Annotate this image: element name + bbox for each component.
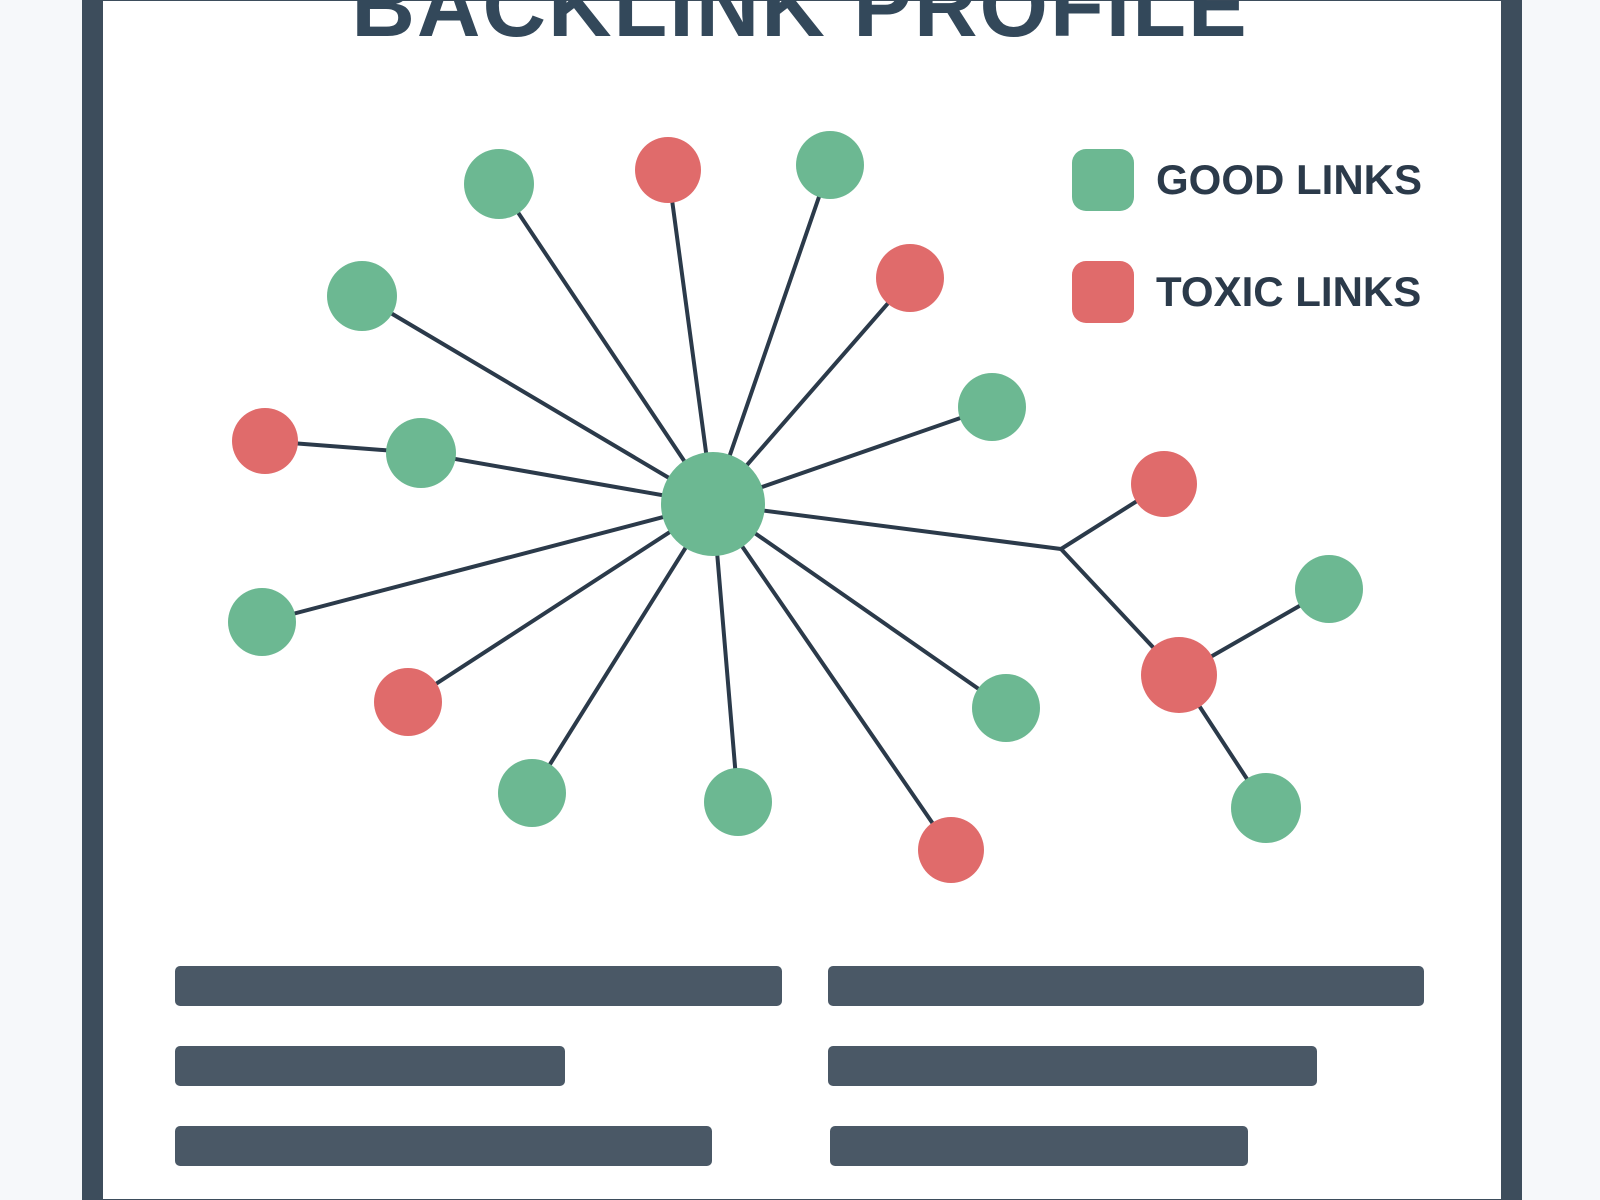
good-link-node: [228, 588, 296, 656]
link-edge-hub-n11: [530, 502, 715, 795]
legend-item-good: GOOD LINKS: [1072, 148, 1422, 212]
good-link-node: [498, 759, 566, 827]
good-link-node: [958, 373, 1026, 441]
hub-node: [661, 452, 765, 556]
page-title: BACKLINK PROFILE: [351, 0, 1249, 55]
link-edge-hub-n13: [711, 502, 953, 852]
good-links-swatch: [1072, 149, 1134, 211]
toxic-link-node: [374, 668, 442, 736]
link-edge-hub-n14: [711, 502, 1008, 710]
toxic-link-node: [876, 244, 944, 312]
toxic-link-node: [1131, 451, 1197, 517]
good-link-node: [1231, 773, 1301, 843]
link-edge-hub-n2: [666, 168, 715, 506]
good-link-node: [704, 768, 772, 836]
link-edge-hub-junction: [711, 502, 1063, 551]
nodes-layer: [228, 131, 1363, 883]
link-edge-hub-n9: [260, 502, 715, 624]
link-edge-hub-n10: [406, 502, 715, 704]
legend-item-toxic: TOXIC LINKS: [1072, 260, 1421, 324]
good-link-node: [1295, 555, 1363, 623]
good-link-node: [796, 131, 864, 199]
good-link-node: [327, 261, 397, 331]
toxic-link-node: [635, 137, 701, 203]
text-placeholder-bar: [828, 966, 1424, 1006]
toxic-links-label: TOXIC LINKS: [1156, 268, 1422, 315]
toxic-links-swatch: [1072, 261, 1134, 323]
link-edge-hub-n1: [497, 182, 715, 506]
link-edge-hub-n3: [711, 163, 832, 506]
text-placeholder-bar: [175, 1046, 565, 1086]
toxic-link-node: [918, 817, 984, 883]
text-placeholder-bar: [830, 1126, 1248, 1166]
good-link-node: [464, 149, 534, 219]
toxic-link-node: [232, 408, 298, 474]
toxic-link-node: [1141, 637, 1217, 713]
good-link-node: [386, 418, 456, 488]
good-link-node: [972, 674, 1040, 742]
text-placeholder-bar: [175, 966, 782, 1006]
link-edge-hub-n6: [360, 294, 715, 506]
text-placeholder-bar: [828, 1046, 1317, 1086]
good-links-label: GOOD LINKS: [1156, 156, 1423, 203]
text-placeholder-bar: [175, 1126, 712, 1166]
